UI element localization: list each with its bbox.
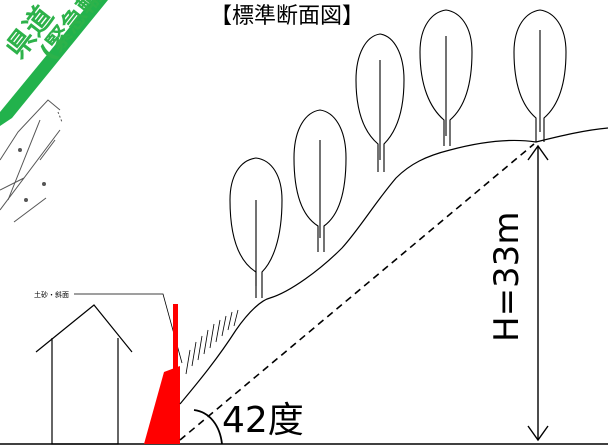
map-lines [0,99,63,223]
map-inset: 県道 (緊急輸 [0,0,108,223]
tree [229,157,283,298]
tree [513,9,567,142]
height-dimension [527,144,549,442]
slope-profile [179,127,608,405]
slope-angle-label: 42度 [222,400,304,441]
retaining-wall [144,304,180,444]
arrowhead-bottom-icon [527,425,549,442]
callout-label: 土砂・斜面 [34,290,69,299]
house [35,304,133,445]
callout-leader [74,293,183,364]
house-walls [51,338,119,445]
tree [419,9,473,146]
slope-hatching [185,309,239,375]
height-label: H=33m [487,212,527,342]
slope-dashed-line [179,143,535,441]
callout: 土砂・斜面 [34,290,183,364]
retaining-wall-base [144,366,180,444]
house-roof [35,304,133,353]
diagram-title: 【標準断面図】 [210,4,364,29]
road-stripe [0,0,108,126]
arrowhead-top-icon [527,144,549,161]
tree [293,109,347,252]
angle-arc [193,409,223,445]
tree [355,33,405,172]
trees [229,9,567,298]
